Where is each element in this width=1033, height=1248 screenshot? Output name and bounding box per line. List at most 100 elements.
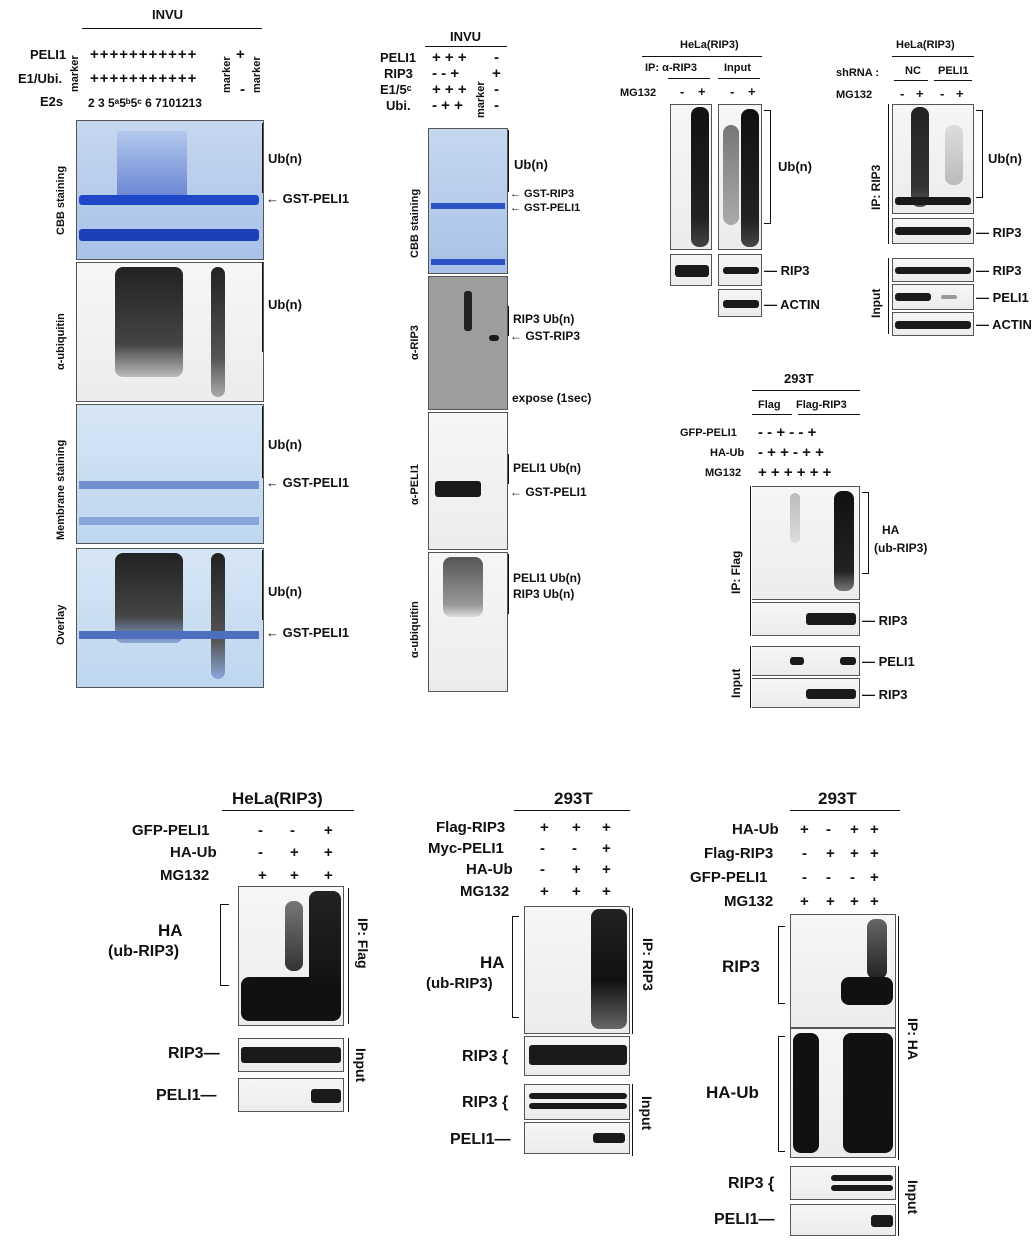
b-extra-4: -	[494, 97, 499, 114]
e1-signs: +++++++++++	[90, 70, 198, 87]
d-ub-bracket	[976, 110, 983, 198]
h-rip3-band	[841, 977, 893, 1005]
c-input-label: Input	[724, 62, 751, 74]
h-s-1-2: -	[826, 821, 831, 838]
f-ip-smear-mid	[285, 901, 303, 971]
panel-a-title: INVU	[152, 7, 184, 22]
h-s-3-2: -	[826, 869, 831, 886]
c-input-rip3-band	[723, 267, 759, 274]
e-ip-rip3-band	[806, 613, 856, 625]
g-s-1-3: +	[602, 819, 611, 836]
overlay-smear-b	[211, 553, 225, 679]
e-row-signs-1: - - + - - +	[758, 424, 817, 441]
f-ip-rule	[348, 888, 349, 1024]
b-signs-e15c: + + +	[432, 81, 467, 98]
b-ubiquitin-blot	[428, 552, 508, 692]
b-side-rip3: α-RIP3	[409, 325, 421, 360]
c-ip-blot	[670, 104, 712, 250]
h-rip3-label: RIP3	[722, 957, 760, 976]
f-rip3-blot	[238, 1038, 344, 1072]
g-row-label-3: HA-Ub	[466, 861, 513, 878]
c-actin-label: — ACTIN	[764, 297, 820, 312]
e-ip-rule	[750, 486, 751, 636]
c-ub-bracket	[764, 110, 771, 224]
h-peli1-blot	[790, 1204, 896, 1236]
e-row-label-3: MG132	[705, 467, 742, 479]
e-ha-label: HA	[882, 523, 900, 537]
cbb-blot	[76, 120, 264, 260]
h-s-2-3: +	[850, 845, 859, 862]
g-s-3-1: -	[540, 861, 545, 878]
c-title: HeLa(RIP3)	[680, 39, 739, 51]
c-ub-label: Ub(n)	[778, 159, 812, 174]
g-s-1-1: +	[540, 819, 549, 836]
d-rip3-label-2: — RIP3	[976, 263, 1022, 278]
g-ip-rule	[632, 908, 633, 1034]
g-ip-label: IP: RIP3	[640, 938, 656, 991]
b-peli1-blot	[428, 412, 508, 550]
f-ip-label: IP: Flag	[355, 918, 371, 969]
b-ub-label: Ub(n)	[514, 157, 548, 172]
f-peli1-label: PELI1—	[156, 1087, 217, 1104]
h-row-label-1: HA-Ub	[732, 821, 779, 838]
e-flag-rule	[752, 414, 792, 415]
e-flag: Flag	[758, 399, 781, 411]
b-row-e15c: E1/5ᶜ	[380, 82, 412, 97]
e-flagrip3-rule	[798, 414, 860, 415]
g-s-4-2: +	[572, 883, 581, 900]
d-input-label: Input	[869, 288, 883, 318]
g-s-2-1: -	[540, 840, 545, 857]
b-signs-rip3: - - +	[432, 65, 460, 82]
b-side-peli1: α-PELI1	[409, 464, 421, 505]
b-peli1-bracket	[508, 454, 509, 484]
f-ha-label: HA	[158, 921, 183, 940]
h-s-2-4: +	[870, 845, 879, 862]
g-s-3-2: +	[572, 861, 581, 878]
h-ip-rule	[898, 916, 899, 1160]
overlay-smear	[115, 553, 183, 643]
h-s-4-4: +	[870, 893, 879, 910]
h-s-1-3: +	[850, 821, 859, 838]
ubiquitin-blot	[76, 262, 264, 402]
h-ip-label: IP: HA	[905, 1018, 921, 1060]
membrane-band	[79, 481, 259, 489]
panel-b-title-rule	[425, 46, 507, 47]
h-s-3-4: +	[870, 869, 879, 886]
e-peli1-band-1	[790, 657, 804, 665]
b-expose: expose (1sec)	[512, 391, 592, 405]
d-rip3-label: — RIP3	[976, 225, 1022, 240]
d-title: HeLa(RIP3)	[896, 39, 955, 51]
d-peli1-label: — PELI1	[976, 290, 1029, 305]
e2-lane-numbers: 2 3 5ᵃ5ᵇ5ᶜ 6 7101213	[88, 96, 202, 110]
h-s-2-1: -	[802, 845, 807, 862]
d-mg132: MG132	[836, 89, 873, 101]
b-cbb-bracket	[508, 130, 509, 192]
c-ip-label: IP: α-RIP3	[645, 62, 697, 74]
f-ha-sub: (ub-RIP3)	[108, 943, 180, 960]
d-peli1-band	[895, 293, 931, 301]
b-extra-1: -	[494, 49, 499, 66]
g-ha-label: HA	[480, 953, 505, 972]
f-s-1-3: +	[324, 822, 333, 839]
d-ip-label: IP: RIP3	[869, 164, 883, 210]
overlay-gst-label: ← GST-PELI1	[266, 625, 350, 640]
e-peli1-label: — PELI1	[862, 654, 915, 669]
e-row-label-1: GFP-PELI1	[680, 427, 737, 439]
f-input-rule	[348, 1038, 349, 1112]
membrane-ub-label: Ub(n)	[268, 437, 302, 452]
g-input-rip3-band-1	[529, 1093, 627, 1099]
c-sign-2: +	[698, 84, 706, 99]
c-sign-4: +	[748, 84, 756, 99]
c-sign-3: -	[730, 84, 735, 99]
c-sign-1: -	[680, 84, 685, 99]
c-input-rule	[718, 78, 760, 79]
b-row-ubi: Ubi.	[386, 98, 411, 113]
h-s-3-1: -	[802, 869, 807, 886]
b-peli1-ub: PELI1 Ub(n)	[513, 461, 581, 475]
d-nc: NC	[905, 65, 921, 77]
h-row-label-3: GFP-PELI1	[690, 869, 768, 886]
b-side-ubiquitin: α-ubiquitin	[409, 601, 421, 658]
h-haub-label: HA-Ub	[706, 1083, 759, 1102]
b-peli-rip-ub-2: RIP3 Ub(n)	[513, 587, 575, 601]
g-ha-sub: (ub-RIP3)	[426, 975, 493, 992]
